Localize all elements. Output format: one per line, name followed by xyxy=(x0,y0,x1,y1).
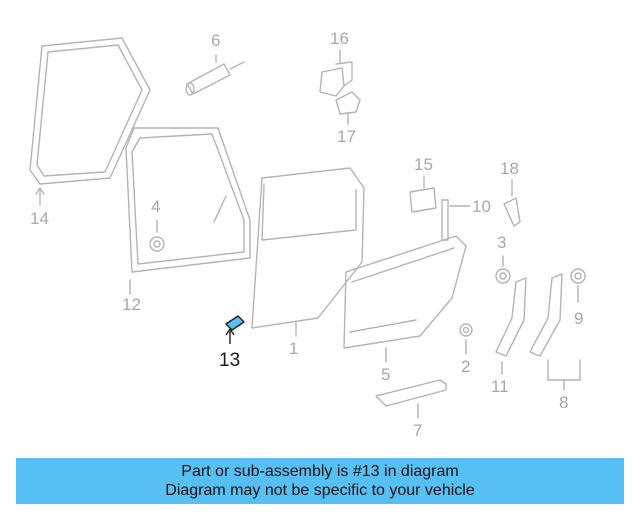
highlighted-part-13[interactable] xyxy=(225,315,245,344)
callout-13[interactable]: 13 xyxy=(219,350,241,371)
banner-line-1: Part or sub-assembly is #13 in diagram xyxy=(181,463,459,480)
callout-17[interactable]: 17 xyxy=(337,127,356,146)
clip-part-9[interactable] xyxy=(570,268,586,303)
callout-14[interactable]: 14 xyxy=(30,209,49,228)
callout-8[interactable]: 8 xyxy=(559,393,569,412)
bracket-part-17[interactable] xyxy=(335,91,361,125)
clip-part-18[interactable] xyxy=(503,179,521,227)
callout-1[interactable]: 1 xyxy=(289,339,299,358)
clip-part-3[interactable] xyxy=(495,255,511,284)
screw-part-6[interactable] xyxy=(185,54,245,96)
banner-line-2: Diagram may not be specific to your vehi… xyxy=(165,482,475,499)
door-shell-part-1[interactable] xyxy=(251,167,365,337)
parts-diagram xyxy=(29,37,586,419)
callout-12[interactable]: 12 xyxy=(122,295,141,314)
callout-3[interactable]: 3 xyxy=(497,233,507,252)
callout-16[interactable]: 16 xyxy=(330,29,349,48)
weatherstrip-part-14[interactable] xyxy=(29,37,151,206)
bracket-part-16[interactable] xyxy=(319,49,353,97)
callout-6[interactable]: 6 xyxy=(211,31,221,50)
molding-part-11[interactable] xyxy=(495,277,527,375)
callout-10[interactable]: 10 xyxy=(472,197,491,216)
callout-15[interactable]: 15 xyxy=(414,155,433,174)
trim-panel-part-5[interactable] xyxy=(343,235,467,363)
molding-part-8[interactable] xyxy=(529,273,581,391)
callout-11[interactable]: 11 xyxy=(491,377,509,396)
callout-9[interactable]: 9 xyxy=(574,309,584,328)
pad-part-15[interactable] xyxy=(409,175,437,213)
callout-7[interactable]: 7 xyxy=(413,421,423,440)
clip-part-2[interactable] xyxy=(459,323,473,355)
door-glass-part-12[interactable] xyxy=(125,127,251,295)
sill-plate-part-7[interactable] xyxy=(375,379,447,419)
callout-5[interactable]: 5 xyxy=(381,365,391,384)
callout-4[interactable]: 4 xyxy=(151,197,161,216)
channel-part-10[interactable] xyxy=(441,199,471,241)
grommet-part-4[interactable] xyxy=(149,219,165,252)
callout-18[interactable]: 18 xyxy=(500,159,519,178)
callout-2[interactable]: 2 xyxy=(461,357,471,376)
info-banner: Part or sub-assembly is #13 in diagram D… xyxy=(16,458,624,504)
